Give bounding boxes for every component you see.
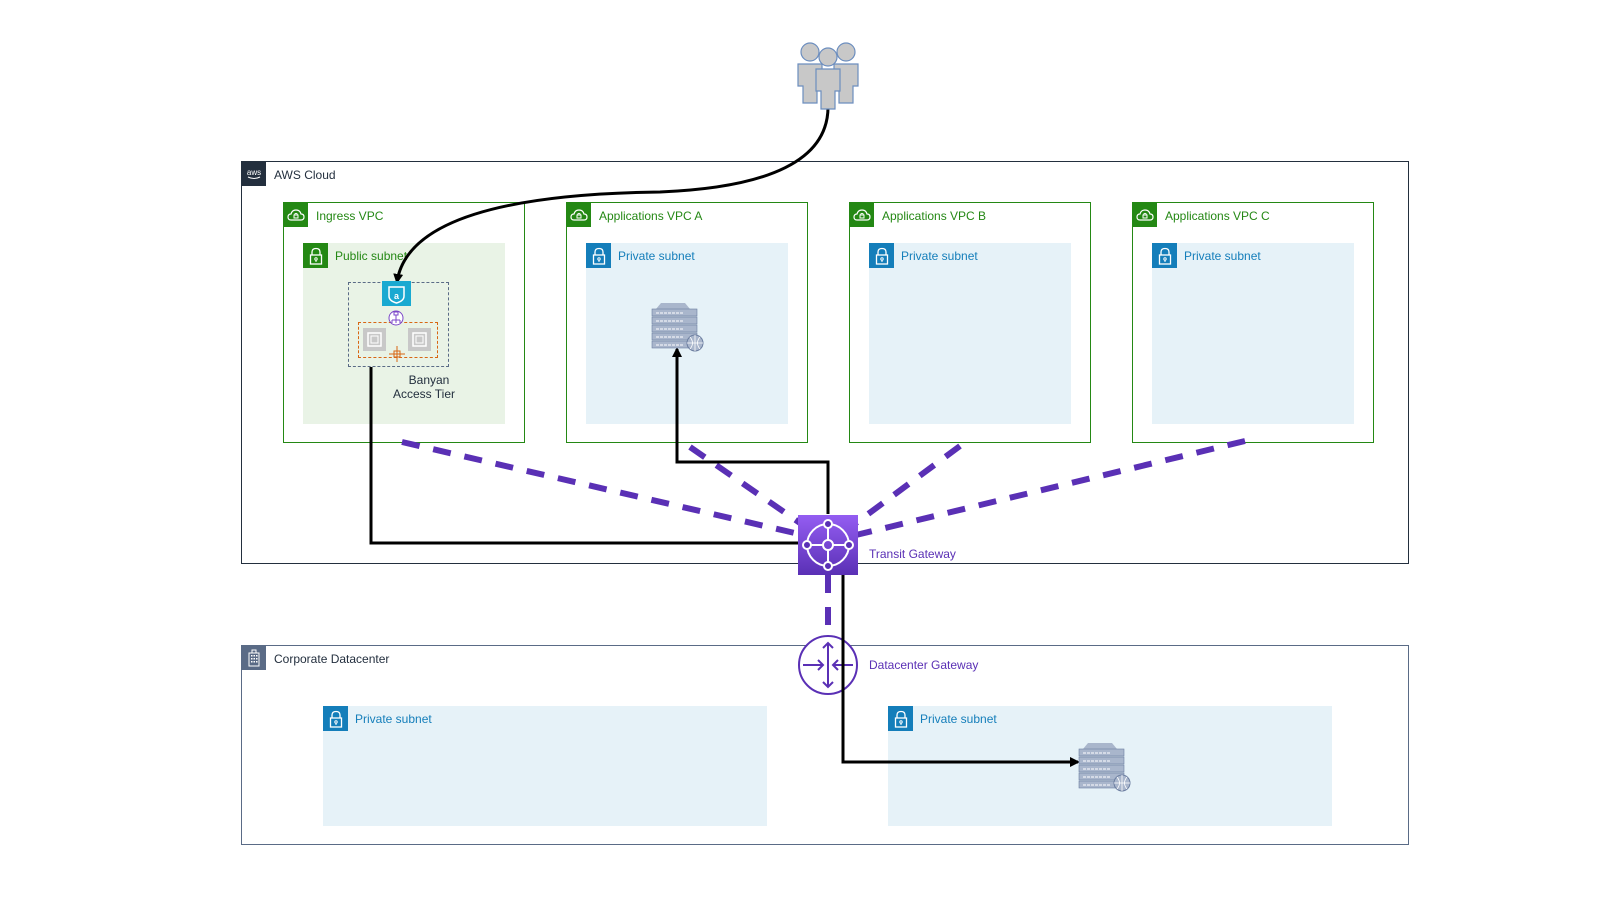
access-tier-label: Banyan Access Tier (393, 373, 455, 401)
svg-text:aws: aws (246, 168, 260, 177)
lock-icon (869, 243, 894, 268)
private-subnet-dc-2: Private subnet (888, 706, 1332, 826)
corporate-datacenter-label: Corporate Datacenter (274, 652, 390, 666)
users-icon (797, 42, 859, 110)
transit-gateway-label: Transit Gateway (869, 547, 956, 561)
private-subnet-vpc-c: Private subnet (1152, 243, 1354, 424)
private-subnet-dc-1: Private subnet (323, 706, 767, 826)
vpc-cloud-icon (1132, 202, 1157, 227)
vpc-label: Applications VPC A (599, 209, 703, 223)
subnet-label: Private subnet (920, 712, 997, 726)
datacenter-gateway-label: Datacenter Gateway (869, 658, 979, 672)
subnet-label: Private subnet (901, 249, 978, 263)
vpc-cloud-icon (283, 202, 308, 227)
subnet-label: Private subnet (1184, 249, 1261, 263)
building-icon (241, 645, 266, 670)
vpc-cloud-icon (849, 202, 874, 227)
private-subnet-vpc-a: Private subnet (586, 243, 788, 424)
autoscaling-group (358, 322, 438, 358)
subnet-label: Public subnet (335, 249, 408, 263)
aws-cloud-label: AWS Cloud (274, 168, 336, 182)
private-subnet-vpc-b: Private subnet (869, 243, 1071, 424)
lock-icon (323, 706, 348, 731)
vpc-cloud-icon (566, 202, 591, 227)
aws-logo-icon: aws (241, 161, 266, 186)
vpc-label: Applications VPC C (1165, 209, 1270, 223)
access-tier-label-line1: Banyan (408, 373, 450, 387)
subnet-label: Private subnet (355, 712, 432, 726)
vpc-label: Ingress VPC (316, 209, 384, 223)
lock-icon (586, 243, 611, 268)
lock-icon (303, 243, 328, 268)
vpc-label: Applications VPC B (882, 209, 987, 223)
lock-icon (1152, 243, 1177, 268)
lock-icon (888, 706, 913, 731)
subnet-label: Private subnet (618, 249, 695, 263)
access-tier-label-line2: Access Tier (393, 387, 456, 401)
